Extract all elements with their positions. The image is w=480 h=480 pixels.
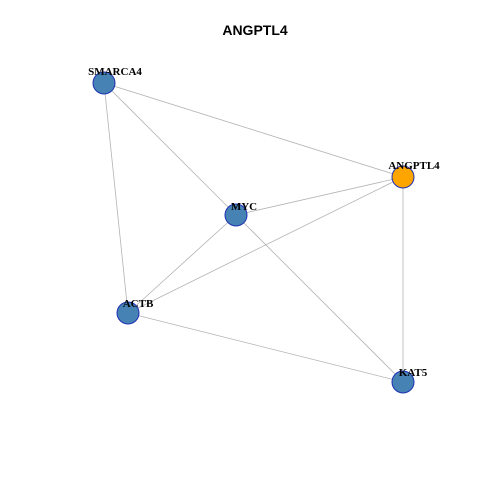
edges-layer — [103, 82, 404, 383]
node-kat5 — [391, 370, 415, 394]
node-smarca4 — [92, 71, 116, 95]
edge-smarca4-actb — [103, 82, 129, 314]
edge-smarca4-myc — [103, 82, 237, 216]
node-actb — [116, 301, 140, 325]
node-label-angptl4: ANGPTL4 — [388, 160, 440, 172]
graph-title: ANGPTL4 — [222, 22, 288, 38]
node-label-kat5: KAT5 — [399, 367, 428, 379]
node-angptl4 — [391, 165, 415, 189]
node-label-myc: MYC — [231, 201, 257, 213]
edge-smarca4-angptl4 — [103, 82, 404, 178]
edge-myc-kat5 — [235, 214, 404, 383]
edge-myc-actb — [127, 214, 237, 314]
edge-actb-kat5 — [127, 312, 404, 383]
node-myc — [224, 203, 248, 227]
nodes-layer — [92, 71, 415, 394]
node-label-actb: ACTB — [123, 298, 154, 310]
node-label-smarca4: SMARCA4 — [88, 66, 142, 78]
edge-angptl4-myc — [235, 176, 404, 216]
